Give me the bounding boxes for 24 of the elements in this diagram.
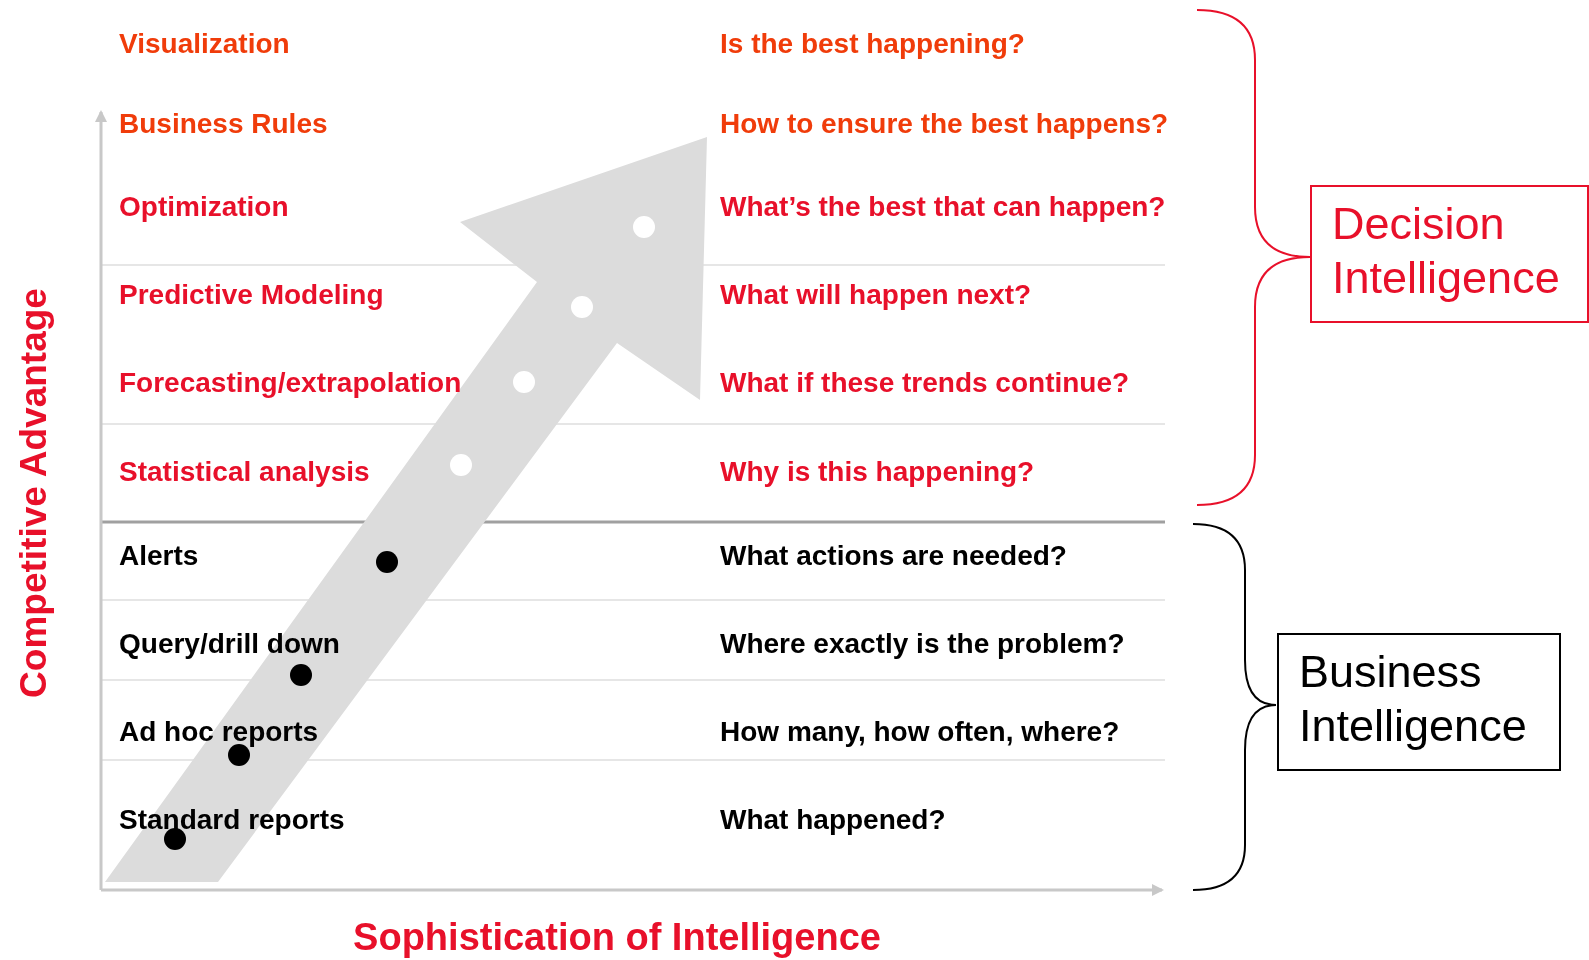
technique-text: Forecasting/extrapolation [119, 367, 462, 399]
technique-text: Optimization [119, 191, 289, 223]
question-text: How many, how often, where? [720, 716, 1120, 748]
axis-title: Competitive Advantage [14, 288, 52, 698]
question-text: Where exactly is the problem? [720, 628, 1125, 660]
question-text: Why is this happening? [720, 456, 1035, 488]
technique-text: Statistical analysis [119, 456, 370, 488]
question-text: What if these trends continue? [720, 367, 1130, 399]
question-text: What happened? [720, 804, 946, 836]
technique-text: Visualization [119, 28, 290, 60]
axis-title: Sophistication of Intelligence [353, 918, 881, 956]
category-box: Decision Intelligence [1310, 185, 1589, 323]
technique-text: Standard reports [119, 804, 345, 836]
technique-text: Business Rules [119, 108, 328, 140]
technique-text: Alerts [119, 540, 199, 572]
technique-text: Predictive Modeling [119, 279, 384, 311]
technique-text: Ad hoc reports [119, 716, 319, 748]
category-box: Business Intelligence [1277, 633, 1561, 771]
question-text: How to ensure the best happens? [720, 108, 1169, 140]
question-text: What will happen next? [720, 279, 1032, 311]
question-text: Is the best happening? [720, 28, 1025, 60]
technique-text: Query/drill down [119, 628, 340, 660]
question-text: What’s the best that can happen? [720, 191, 1166, 223]
question-text: What actions are needed? [720, 540, 1067, 572]
